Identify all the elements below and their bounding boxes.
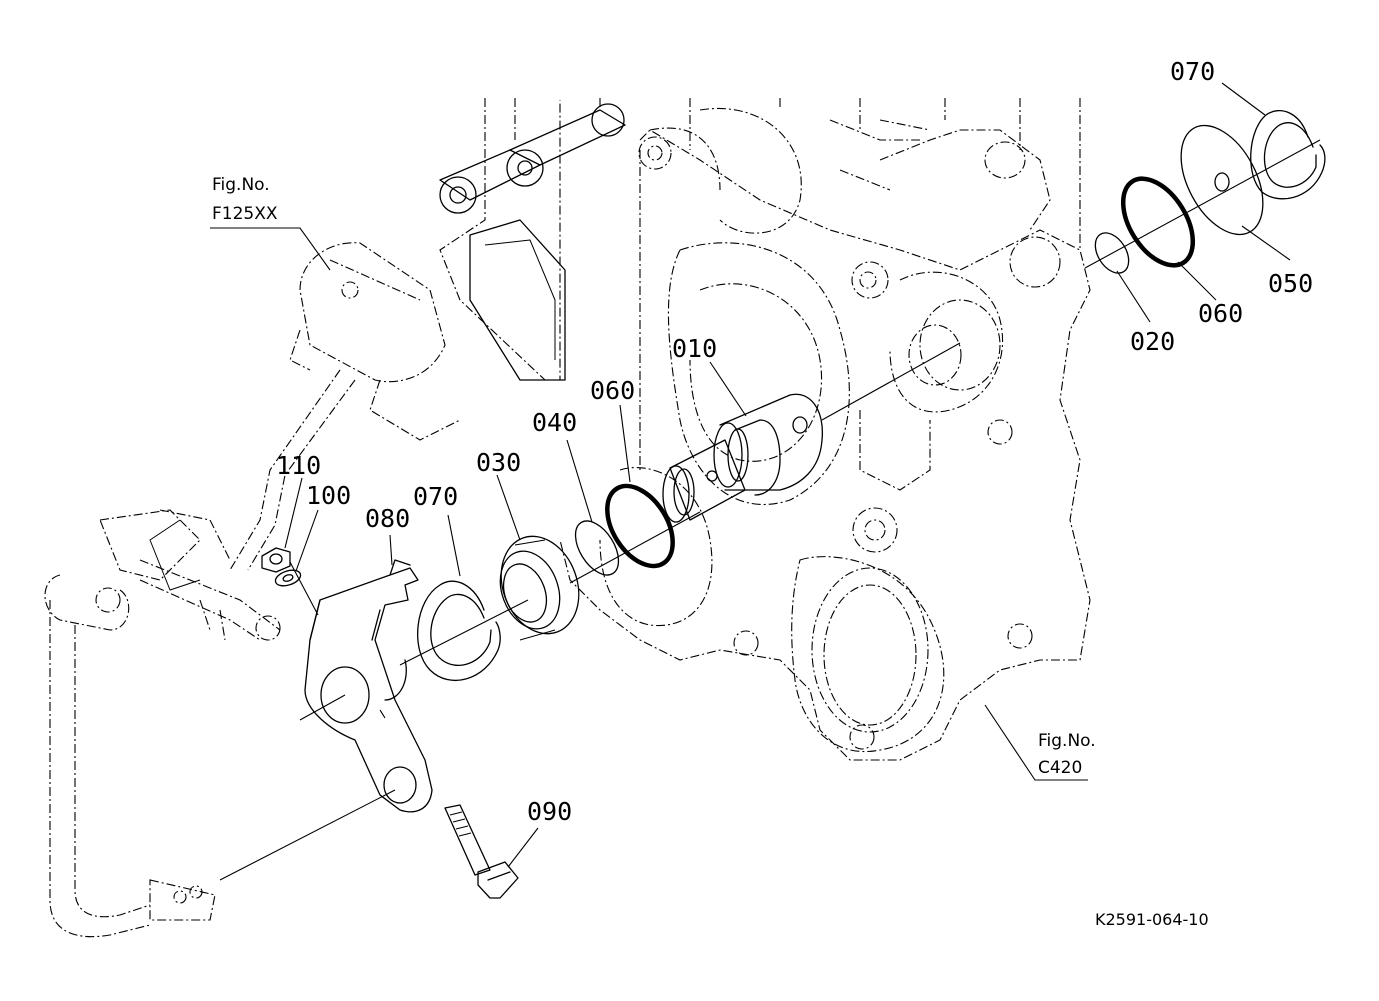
drawing-code: K2591-064-10 <box>1095 910 1209 929</box>
part-060-o-ring-rear <box>1120 176 1196 268</box>
upper-boss-left <box>439 149 566 381</box>
part-060-o-ring-front <box>605 483 675 569</box>
part-label-100: 100 <box>306 481 351 510</box>
part-label-040: 040 <box>532 408 577 437</box>
figure-reference-f125xx: Fig.No. F125XX <box>212 175 278 224</box>
fig-ref-1-line2: F125XX <box>212 204 278 224</box>
part-030-collar <box>499 535 580 641</box>
part-label-090: 090 <box>527 797 572 826</box>
fig-ref-2-line1: Fig.No. <box>1038 731 1096 751</box>
part-050-plate <box>1180 124 1264 236</box>
part-020-o-ring <box>1094 232 1130 274</box>
part-010-governor-shaft <box>662 393 824 523</box>
part-label-060-front: 060 <box>590 376 635 405</box>
part-label-020: 020 <box>1130 327 1175 356</box>
part-label-070-front: 070 <box>413 482 458 511</box>
part-110-nut <box>261 547 291 573</box>
part-070-snap-ring-rear <box>1250 110 1326 200</box>
part-label-070-rear: 070 <box>1170 57 1215 86</box>
part-label-010: 010 <box>672 334 717 363</box>
part-label-050: 050 <box>1268 269 1313 298</box>
part-label-110: 110 <box>276 451 321 480</box>
part-100-washer <box>274 569 302 587</box>
governor-rod-phantom <box>44 369 356 938</box>
part-070-snap-ring-front <box>417 580 501 681</box>
part-090-bolt <box>444 804 519 899</box>
figure-reference-c420: Fig.No. C420 <box>1038 731 1096 778</box>
part-label-060-rear: 060 <box>1198 299 1243 328</box>
governor-body <box>289 242 461 441</box>
upper-boss-center <box>506 103 626 187</box>
gear-case-phantom <box>439 98 1091 761</box>
leader-lines <box>210 82 1291 868</box>
part-label-080: 080 <box>365 504 410 533</box>
part-080-governor-lever <box>299 559 433 813</box>
fig-ref-1-line1: Fig.No. <box>212 175 270 195</box>
fig-ref-2-line2: C420 <box>1038 758 1082 778</box>
assembly-axis-lines <box>219 139 1321 881</box>
part-040-o-ring <box>574 520 620 576</box>
part-label-030: 030 <box>476 448 521 477</box>
